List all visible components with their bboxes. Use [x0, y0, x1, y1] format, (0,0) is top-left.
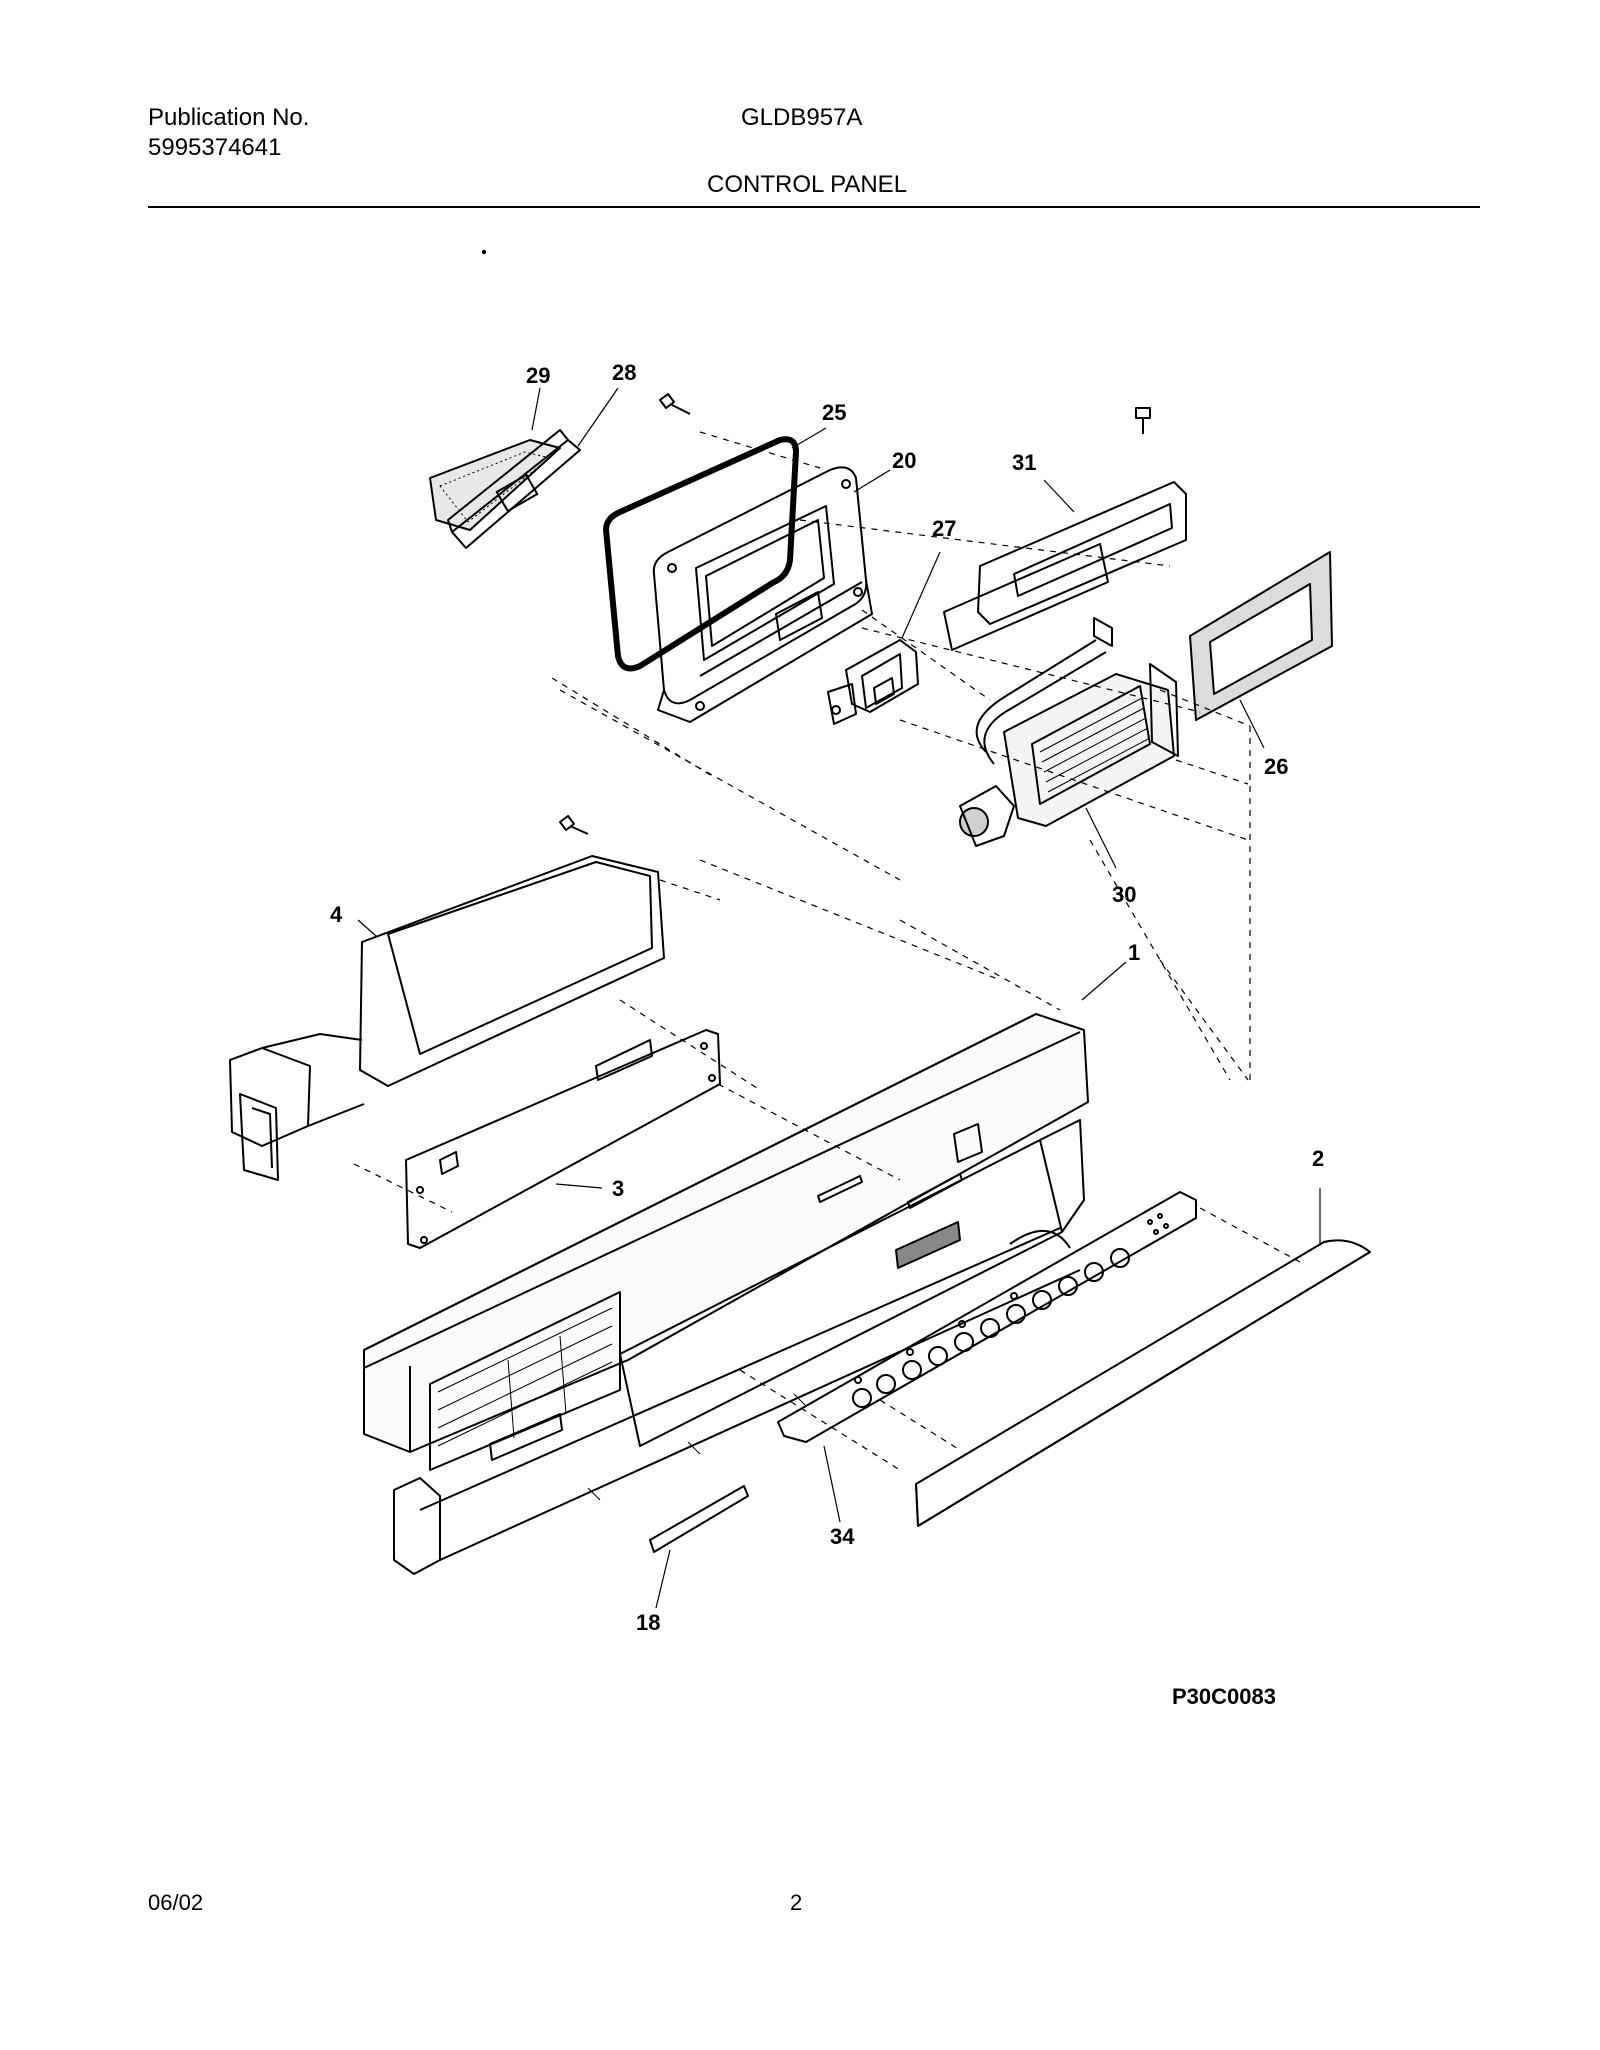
screw-top-right	[1135, 407, 1151, 434]
header-rule	[148, 206, 1480, 208]
part-1-console	[363, 1013, 1089, 1575]
model-number: GLDB957A	[741, 104, 863, 131]
callout-1: 1	[1128, 940, 1140, 965]
part-34-overlay	[777, 1191, 1197, 1443]
part-18-label	[649, 1485, 749, 1553]
part-4-air-duct	[229, 855, 665, 1181]
callout-25: 25	[822, 400, 846, 425]
callout-3: 3	[612, 1176, 624, 1201]
part-31-vent-duct	[943, 481, 1187, 651]
screw-top-left	[659, 393, 691, 415]
part-26-insulation	[1189, 551, 1333, 721]
callout-20: 20	[892, 448, 916, 473]
callout-28: 28	[612, 360, 636, 385]
callout-18: 18	[636, 1610, 660, 1635]
page-number: 2	[790, 1890, 803, 1915]
part-2-trim	[915, 1239, 1371, 1527]
callout-27: 27	[932, 516, 956, 541]
part-27-switch	[827, 639, 919, 725]
callout-4: 4	[330, 902, 343, 927]
part-28-filter-cover	[447, 429, 581, 549]
section-title: CONTROL PANEL	[707, 171, 908, 198]
callout-30: 30	[1112, 882, 1136, 907]
part-3-control-board	[405, 1029, 721, 1249]
screw-mid-left	[559, 815, 589, 835]
part-20-vent-housing	[652, 466, 873, 723]
footer-date: 06/02	[148, 1890, 204, 1915]
part-30-blower	[959, 617, 1179, 847]
part-25-gasket	[603, 436, 799, 672]
callout-26: 26	[1264, 754, 1288, 779]
drawing-code: P30C0083	[1172, 1684, 1276, 1709]
assembly-lines	[353, 431, 1301, 1471]
publication-label: Publication No.	[148, 104, 310, 131]
callout-29: 29	[526, 363, 550, 388]
publication-number: 5995374641	[148, 134, 282, 161]
callout-31: 31	[1012, 450, 1036, 475]
leader-lines	[357, 387, 1321, 1609]
callout-2: 2	[1312, 1146, 1324, 1171]
callout-34: 34	[830, 1524, 855, 1549]
